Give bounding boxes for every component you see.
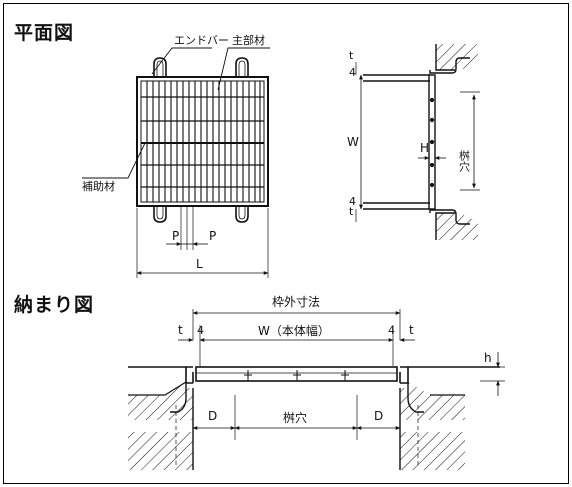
plan-view-heading: 平面図	[14, 22, 75, 44]
side-t-bottom-label: t	[349, 205, 354, 218]
install-h-label: h	[484, 351, 492, 365]
side-pit-label: 桝穴	[458, 149, 471, 172]
handle-bottom-right	[235, 206, 249, 223]
handle-top-right	[235, 57, 249, 77]
cross-bar-label: 補助材	[82, 179, 115, 193]
grating-outer-frame	[136, 76, 269, 207]
frame-outer-dimension-label: 枠外寸法	[272, 295, 320, 309]
installation-view-heading: 納まり図	[14, 294, 95, 316]
body-width-label: W（本体幅）	[258, 323, 330, 338]
pitch-left-label: P	[172, 229, 179, 243]
length-label: L	[196, 257, 203, 271]
side-t-top-label: t	[349, 49, 354, 62]
end-bar-label: エンドバー	[174, 34, 229, 47]
main-bar-label: 主部材	[232, 33, 265, 47]
installation-view	[128, 309, 505, 470]
install-pit-label: 桝穴	[283, 410, 307, 425]
side-4-top-label: 4	[349, 66, 356, 79]
install-t-right-label: t	[409, 323, 414, 337]
install-d-left-label: D	[208, 409, 217, 423]
side-section	[355, 44, 480, 240]
handle-bottom-left	[153, 206, 167, 223]
side-4-bottom-label: 4	[349, 195, 356, 208]
install-d-right-label: D	[374, 409, 383, 423]
install-4-right-label: 4	[388, 324, 395, 337]
handle-top-left	[153, 57, 167, 77]
install-t-left-label: t	[178, 323, 183, 337]
drawing-frame	[3, 3, 569, 484]
main-bars	[146, 81, 261, 202]
install-4-left-label: 4	[197, 324, 204, 337]
pitch-right-label: P	[209, 229, 216, 243]
plan-view	[82, 47, 270, 278]
side-w-label: W	[347, 135, 359, 149]
side-h-label: H	[420, 141, 429, 155]
